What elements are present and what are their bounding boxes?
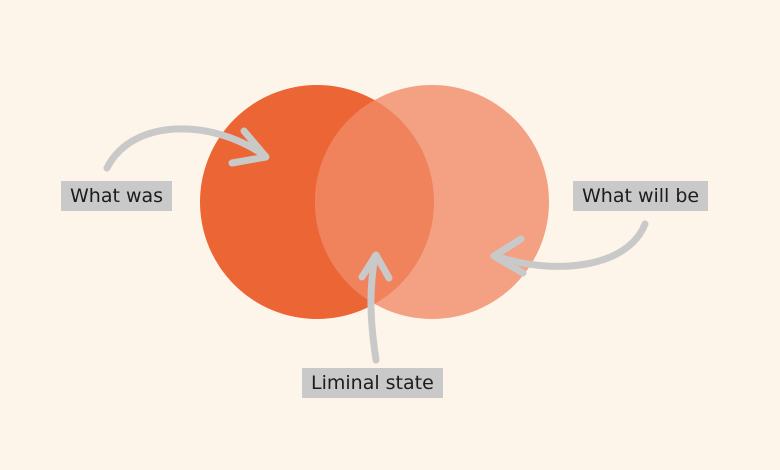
arrow-what-will-be-shaft (491, 220, 649, 270)
what-will-be-label: What will be (573, 181, 709, 211)
what-was-label: What was (61, 181, 173, 211)
arrow-what-was (103, 125, 270, 172)
arrow-what-was-head (228, 127, 270, 167)
liminal-state-label: Liminal state (302, 368, 443, 398)
arrow-liminal-state-head (358, 251, 393, 282)
arrow-what-will-be (490, 220, 649, 277)
arrow-liminal-state-shaft (367, 252, 380, 364)
arrow-liminal-state (358, 251, 393, 364)
arrow-what-was-shaft (103, 125, 269, 172)
arrow-what-will-be-head (490, 235, 527, 277)
